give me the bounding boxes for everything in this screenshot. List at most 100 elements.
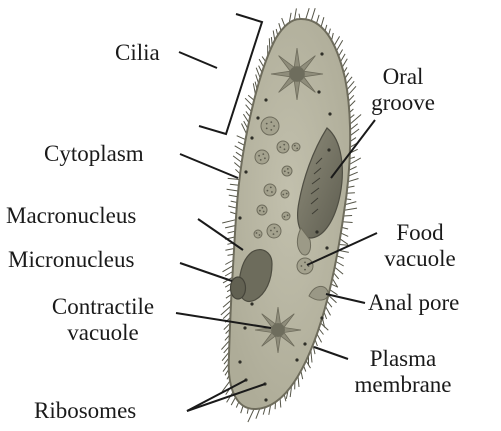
food-particle bbox=[270, 121, 272, 123]
cilium bbox=[221, 306, 231, 315]
micronucleus-leader bbox=[180, 263, 232, 281]
food-particle bbox=[279, 146, 281, 148]
food-vacuole bbox=[282, 166, 292, 176]
cilia-leader bbox=[179, 52, 217, 68]
plasma-membrane-label-line1: Plasma bbox=[340, 346, 466, 372]
cilium bbox=[340, 239, 348, 245]
cilium bbox=[235, 146, 244, 151]
ribosome-dot bbox=[315, 230, 318, 233]
ribosome-dot bbox=[325, 246, 328, 249]
ribosome-dot bbox=[238, 216, 241, 219]
cilium bbox=[350, 124, 358, 130]
cilium bbox=[349, 172, 358, 176]
food-particle bbox=[286, 193, 288, 195]
food-particle bbox=[259, 210, 261, 212]
food-particle bbox=[273, 125, 275, 127]
cilium bbox=[345, 202, 356, 205]
cilium bbox=[339, 245, 349, 246]
contractile-vacuole-label-line2: vacuole bbox=[28, 320, 178, 346]
food-particle bbox=[284, 170, 286, 172]
cilium bbox=[346, 77, 352, 84]
food-particle bbox=[259, 234, 261, 236]
contractile-vacuole-bottom-center bbox=[271, 323, 285, 337]
food-particle bbox=[262, 153, 264, 155]
cilium bbox=[306, 8, 310, 19]
ribosome-dot bbox=[250, 302, 253, 305]
ribosome-dot bbox=[303, 342, 306, 345]
cilium bbox=[229, 195, 238, 197]
ribosome-dot bbox=[250, 136, 253, 139]
food-vacuole bbox=[297, 258, 313, 274]
cilium bbox=[230, 184, 239, 185]
cilium bbox=[348, 179, 359, 182]
cilium bbox=[311, 8, 315, 21]
cilium bbox=[330, 290, 338, 295]
cilium bbox=[349, 158, 361, 165]
food-vacuole bbox=[264, 184, 276, 196]
cilium bbox=[350, 115, 361, 125]
food-particle bbox=[304, 262, 306, 264]
food-particle bbox=[296, 148, 298, 150]
food-particle bbox=[294, 145, 296, 147]
cilium bbox=[336, 262, 344, 267]
cilium bbox=[335, 267, 343, 274]
contractile-vacuole-top-center bbox=[289, 66, 305, 82]
cilium bbox=[321, 323, 329, 330]
cilium bbox=[327, 301, 332, 307]
food-particle bbox=[283, 144, 285, 146]
cilium bbox=[343, 222, 353, 223]
ribosome-dot bbox=[244, 170, 247, 173]
ribosome-dot bbox=[264, 398, 267, 401]
cilium bbox=[317, 334, 322, 342]
food-particle bbox=[273, 233, 275, 235]
cilium bbox=[326, 306, 331, 315]
micronucleus-label: Micronucleus bbox=[8, 247, 134, 273]
food-particle bbox=[287, 168, 289, 170]
food-particle bbox=[267, 190, 269, 192]
cilium bbox=[248, 409, 254, 422]
food-vacuole-label-line1: Food bbox=[374, 220, 466, 246]
food-particle bbox=[288, 172, 290, 174]
food-particle bbox=[276, 231, 278, 233]
cilium bbox=[231, 201, 237, 202]
food-particle bbox=[266, 123, 268, 125]
food-particle bbox=[271, 191, 273, 193]
cilium bbox=[317, 15, 320, 23]
food-vacuole bbox=[277, 141, 289, 153]
cilium bbox=[231, 397, 235, 405]
cilium bbox=[341, 233, 348, 236]
ribosome-dot bbox=[295, 358, 298, 361]
food-particle bbox=[304, 269, 306, 271]
cilium bbox=[341, 54, 346, 62]
food-particle bbox=[274, 227, 276, 229]
cilium bbox=[342, 59, 347, 67]
cytoplasm-leader bbox=[180, 154, 238, 178]
cilium bbox=[334, 273, 339, 279]
food-particle bbox=[284, 216, 286, 218]
oral-groove-label-line2: groove bbox=[364, 90, 442, 116]
oral-groove-label-line1: Oral bbox=[368, 64, 438, 90]
cilium bbox=[228, 231, 236, 233]
cilium bbox=[233, 156, 242, 163]
food-particle bbox=[262, 207, 264, 209]
ribosomes-label: Ribosomes bbox=[34, 398, 136, 424]
micronucleus bbox=[231, 277, 246, 299]
cilium bbox=[344, 208, 357, 210]
food-particle bbox=[256, 232, 258, 234]
food-vacuole bbox=[292, 143, 300, 151]
food-vacuole bbox=[257, 205, 267, 215]
ribosome-dot bbox=[264, 98, 267, 101]
cilium bbox=[227, 189, 239, 191]
cilium bbox=[321, 17, 324, 27]
food-particle bbox=[263, 211, 265, 213]
cilium bbox=[234, 163, 241, 169]
food-vacuole bbox=[282, 212, 290, 220]
food-particle bbox=[264, 157, 266, 159]
cilium bbox=[225, 226, 235, 228]
food-particle bbox=[284, 148, 286, 150]
cilium bbox=[343, 216, 352, 217]
food-particle bbox=[287, 214, 289, 216]
contractile-vacuole-label-line1: Contractile bbox=[28, 294, 178, 320]
food-vacuole-label-line2: vacuole bbox=[374, 246, 466, 272]
